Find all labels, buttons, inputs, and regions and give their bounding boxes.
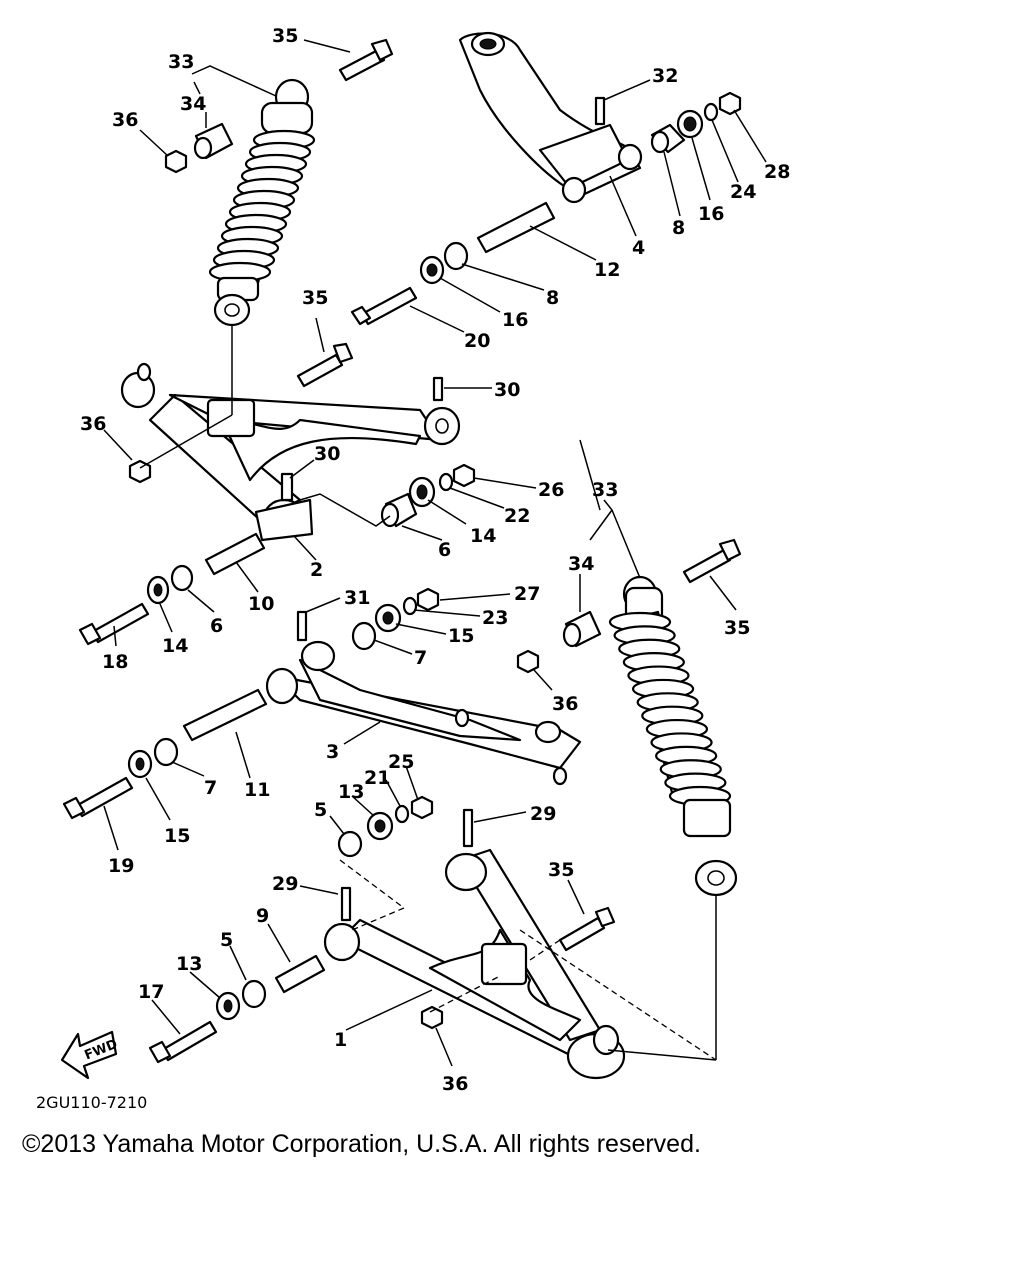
callout-label: 36 <box>442 1073 468 1095</box>
callout-label: 30 <box>314 443 340 465</box>
upper-arm-hardware <box>78 463 476 646</box>
callout-label: 19 <box>108 855 134 877</box>
callout-label: 31 <box>344 587 370 609</box>
callout-label: 16 <box>502 309 528 331</box>
callout-label: 34 <box>180 93 206 115</box>
callout-labels: 35 33 34 36 32 28 24 16 8 4 12 8 16 20 3… <box>80 25 790 1095</box>
callout-label: 33 <box>592 479 618 501</box>
a-arm-3 <box>62 587 582 820</box>
callout-label: 16 <box>698 203 724 225</box>
callout-label: 5 <box>220 929 233 951</box>
lower-shock-absorber <box>562 538 742 897</box>
upper-bracket-4 <box>296 31 742 388</box>
callout-label: 26 <box>538 479 564 501</box>
callout-label: 1 <box>334 1029 347 1051</box>
callout-label: 29 <box>530 803 556 825</box>
callout-label: 6 <box>438 539 451 561</box>
callout-label: 27 <box>514 583 540 605</box>
callout-label: 24 <box>730 181 756 203</box>
callout-label: 14 <box>162 635 188 657</box>
callout-label: 2 <box>310 559 323 581</box>
copyright-notice: ©2013 Yamaha Motor Corporation, U.S.A. A… <box>22 1130 701 1158</box>
callout-label: 34 <box>568 553 594 575</box>
callout-label: 4 <box>632 237 645 259</box>
callout-label: 36 <box>112 109 138 131</box>
callout-label: 6 <box>210 615 223 637</box>
callout-label: 10 <box>248 593 274 615</box>
callout-label: 8 <box>546 287 559 309</box>
callout-label: 23 <box>482 607 508 629</box>
callout-label: 22 <box>504 505 530 527</box>
callout-label: 32 <box>652 65 678 87</box>
callout-label: 15 <box>448 625 474 647</box>
callout-label: 35 <box>548 859 574 881</box>
callout-label: 25 <box>388 751 414 773</box>
callout-label: 12 <box>594 259 620 281</box>
callout-label: 33 <box>168 51 194 73</box>
upper-shock-absorber <box>164 38 394 327</box>
fwd-arrow-icon: FWD <box>60 1030 120 1080</box>
callout-label: 35 <box>272 25 298 47</box>
callout-label: 7 <box>414 647 427 669</box>
callout-label: 35 <box>724 617 750 639</box>
callout-label: 9 <box>256 905 269 927</box>
callout-label: 14 <box>470 525 496 547</box>
callout-label: 29 <box>272 873 298 895</box>
callout-label: 18 <box>102 651 128 673</box>
callout-label: 15 <box>164 825 190 847</box>
callout-label: 13 <box>176 953 202 975</box>
callout-label: 5 <box>314 799 327 821</box>
upper-a-arm-2 <box>120 362 461 542</box>
callout-label: 21 <box>364 767 390 789</box>
callout-label: 13 <box>338 781 364 803</box>
callout-label: 35 <box>302 287 328 309</box>
callout-label: 28 <box>764 161 790 183</box>
assembly-lines <box>139 325 717 1061</box>
leader-lines <box>103 39 767 1067</box>
callout-label: 17 <box>138 981 164 1003</box>
callout-label: 36 <box>552 693 578 715</box>
callout-label: 11 <box>244 779 270 801</box>
callout-label: 20 <box>464 330 490 352</box>
callout-label: 3 <box>326 741 339 763</box>
callout-label: 36 <box>80 413 106 435</box>
diagram-code: 2GU110-7210 <box>36 1093 147 1112</box>
callout-label: 30 <box>494 379 520 401</box>
callout-label: 7 <box>204 777 217 799</box>
callout-label: 8 <box>672 217 685 239</box>
lower-a-arm-1 <box>148 795 626 1080</box>
